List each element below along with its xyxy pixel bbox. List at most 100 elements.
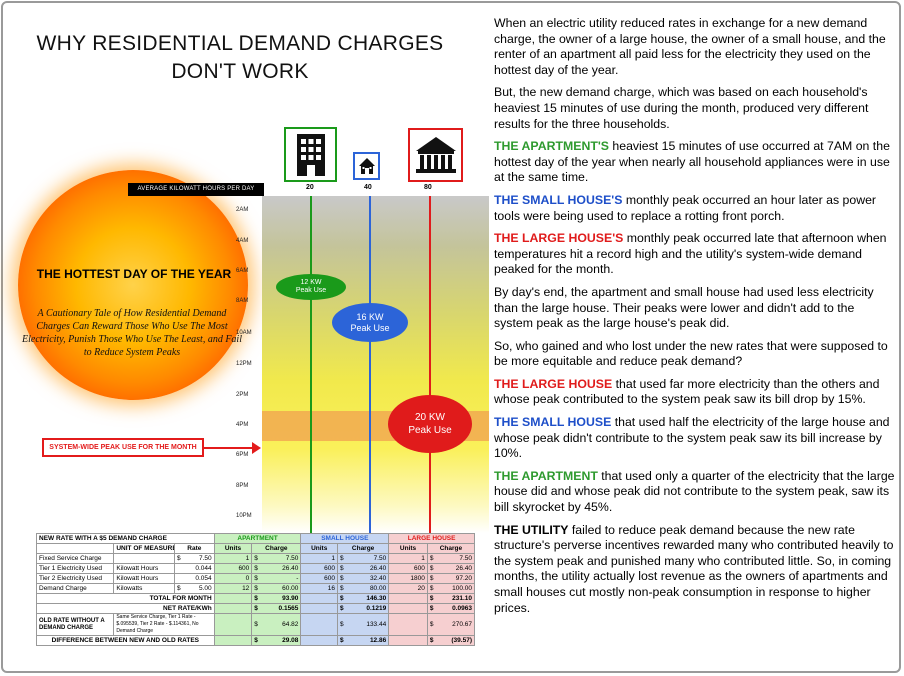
apartment-line xyxy=(310,196,312,533)
row-unit xyxy=(113,553,175,564)
dollar-sign: $ xyxy=(340,595,344,602)
system-peak-arrow xyxy=(204,447,254,449)
large-house-net-rate: 0.0963 xyxy=(452,605,472,612)
dollar-sign: $ xyxy=(340,555,344,562)
paragraph-day-end: By day's end, the apartment and small ho… xyxy=(494,284,874,331)
row-label: Tier 2 Electricity Used xyxy=(35,573,115,584)
dollar-sign: $ xyxy=(340,605,344,612)
paragraph-body: that used far more electricity than the … xyxy=(494,376,880,407)
row-label: Fixed Service Charge xyxy=(35,553,115,564)
dollar-sign: $ xyxy=(340,575,344,582)
row-rate: 5.00 xyxy=(199,585,212,592)
dollar-sign: $ xyxy=(340,585,344,592)
old-rate-label: OLD RATE WITHOUT A DEMAND CHARGE xyxy=(35,613,115,636)
row-unit: Kilowatt Hours xyxy=(113,573,175,584)
net-rate-label: NET RATE/KWh xyxy=(36,603,215,614)
paragraph-large-house-peak: THE LARGE HOUSE'S monthly peak occurred … xyxy=(494,231,896,278)
dollar-sign: $ xyxy=(254,621,258,628)
paragraph-demand-charge: But, the new demand charge, which was ba… xyxy=(494,85,869,131)
net-rate-row: NET RATE/KWh $0.1565 $0.1219 $0.0963 xyxy=(36,603,476,614)
time-label: 8PM xyxy=(236,483,249,489)
dollar-sign: $ xyxy=(429,595,434,602)
table-subheader-row: UNIT OF MEASURE Rate Units Charge Units … xyxy=(35,543,476,554)
dollar-sign: $ xyxy=(340,565,344,572)
apartment-charge: 7.50 xyxy=(285,555,299,562)
small-house-net-rate: 0.1219 xyxy=(366,605,387,612)
old-rate-description: Same Service Charge, Tier 1 Rate - $.095… xyxy=(113,613,215,636)
paragraph-intro: When an electric utility reduced rates i… xyxy=(494,16,886,77)
small-house-charge: 32.40 xyxy=(369,575,387,582)
subheader-charge: Charge xyxy=(336,543,390,554)
large-house-peak-sub: Peak Use xyxy=(408,425,452,436)
row-rate: 0.054 xyxy=(173,573,215,584)
apartment-units: 600 xyxy=(213,563,253,574)
kwh-value-apartment: 20 xyxy=(306,184,314,191)
large-house-units: 20 xyxy=(388,583,428,594)
small-house-peak-sub: Peak Use xyxy=(350,322,390,333)
paragraph-apartment-peak: THE APARTMENT'S heaviest 15 minutes of u… xyxy=(494,139,896,186)
paragraph-body: monthly peak occurred late that afternoo… xyxy=(494,231,887,277)
total-row: TOTAL FOR MONTH $93.90 $146.30 $231.10 xyxy=(36,593,476,604)
dollar-sign: $ xyxy=(254,585,258,592)
small-house-old-charge: 133.44 xyxy=(366,621,387,628)
system-peak-arrowhead xyxy=(252,442,261,454)
large-house-units: 1 xyxy=(388,553,428,564)
time-label: 2PM xyxy=(236,392,249,398)
narrative-text: When an electric utility reduced rates i… xyxy=(494,16,896,623)
paragraph-utility-result: THE UTILITY failed to reduce peak demand… xyxy=(494,523,896,617)
label-apartment: THE APARTMENT'S xyxy=(494,139,609,154)
subheader-units: Units xyxy=(213,543,253,554)
large-house-charge: 100.00 xyxy=(452,585,472,592)
large-house-peak-bubble: 20 KW Peak Use xyxy=(388,395,472,453)
small-house-charge: 7.50 xyxy=(373,555,387,562)
dollar-sign: $ xyxy=(429,575,434,582)
time-label: 2AM xyxy=(236,207,249,213)
column-apartment: APARTMENT xyxy=(213,533,302,544)
small-house-peak-kw: 16 KW xyxy=(356,311,384,322)
rate-comparison-table: NEW RATE WITH A $5 DEMAND CHARGE APARTME… xyxy=(35,533,476,646)
row-unit: Kilowatts xyxy=(113,583,175,594)
large-house-charge: 97.20 xyxy=(455,575,472,582)
label-utility: THE UTILITY xyxy=(494,522,569,537)
label-apartment: THE APARTMENT xyxy=(494,468,598,483)
small-house-units: 600 xyxy=(300,563,338,574)
small-house-charge: 26.40 xyxy=(369,565,387,572)
large-house-old-charge: 270.67 xyxy=(452,621,472,628)
row-label: Demand Charge xyxy=(35,583,115,594)
small-house-charge: 80.00 xyxy=(369,585,387,592)
apartment-peak-kw: 12 KW xyxy=(300,279,322,286)
table-row: Demand Charge Kilowatts $5.00 12 $60.00 … xyxy=(35,583,476,594)
subheader-rate: Rate xyxy=(173,543,215,554)
small-house-icon xyxy=(353,152,380,180)
apartment-peak-bubble: 12 KW Peak Use xyxy=(276,274,346,300)
small-house-units: 16 xyxy=(300,583,338,594)
paragraph-body: that used only a quarter of the electric… xyxy=(494,468,895,515)
subheader-charge: Charge xyxy=(251,543,302,554)
column-large-house: LARGE HOUSE xyxy=(388,533,475,544)
old-rate-row: OLD RATE WITHOUT A DEMAND CHARGE Same Se… xyxy=(35,613,476,636)
row-rate: 0.044 xyxy=(173,563,215,574)
difference-row: DIFFERENCE BETWEEN NEW AND OLD RATES $29… xyxy=(36,635,476,646)
paragraph-large-house-result: THE LARGE HOUSE that used far more elect… xyxy=(494,377,896,408)
system-peak-label: SYSTEM-WIDE PEAK USE FOR THE MONTH xyxy=(42,438,204,457)
large-house-charge: 7.50 xyxy=(459,555,472,562)
paragraph-body: failed to reduce peak demand because the… xyxy=(494,522,894,615)
sun-graphic xyxy=(18,170,248,400)
apartment-charge: 60.00 xyxy=(282,585,299,592)
paragraph-body: monthly peak occurred an hour later as p… xyxy=(494,192,877,223)
label-small-house: THE SMALL HOUSE xyxy=(494,415,612,430)
difference-label: DIFFERENCE BETWEEN NEW AND OLD RATES xyxy=(36,635,215,646)
small-house-difference: 12.86 xyxy=(369,637,387,644)
large-house-units: 1800 xyxy=(388,573,428,584)
paragraph-apartment-result: THE APARTMENT that used only a quarter o… xyxy=(494,469,896,516)
small-house-units: 600 xyxy=(300,573,338,584)
dollar-sign: $ xyxy=(429,637,434,644)
dollar-sign: $ xyxy=(429,605,434,612)
small-house-total: 146.30 xyxy=(366,595,387,602)
apartment-units: 0 xyxy=(213,573,253,584)
table-header-row: NEW RATE WITH A $5 DEMAND CHARGE APARTME… xyxy=(36,533,475,544)
dollar-sign: $ xyxy=(254,605,258,612)
title-line-2: DON'T WORK xyxy=(171,60,309,83)
subheader-charge: Charge xyxy=(426,543,476,554)
time-label: 6AM xyxy=(236,268,249,274)
